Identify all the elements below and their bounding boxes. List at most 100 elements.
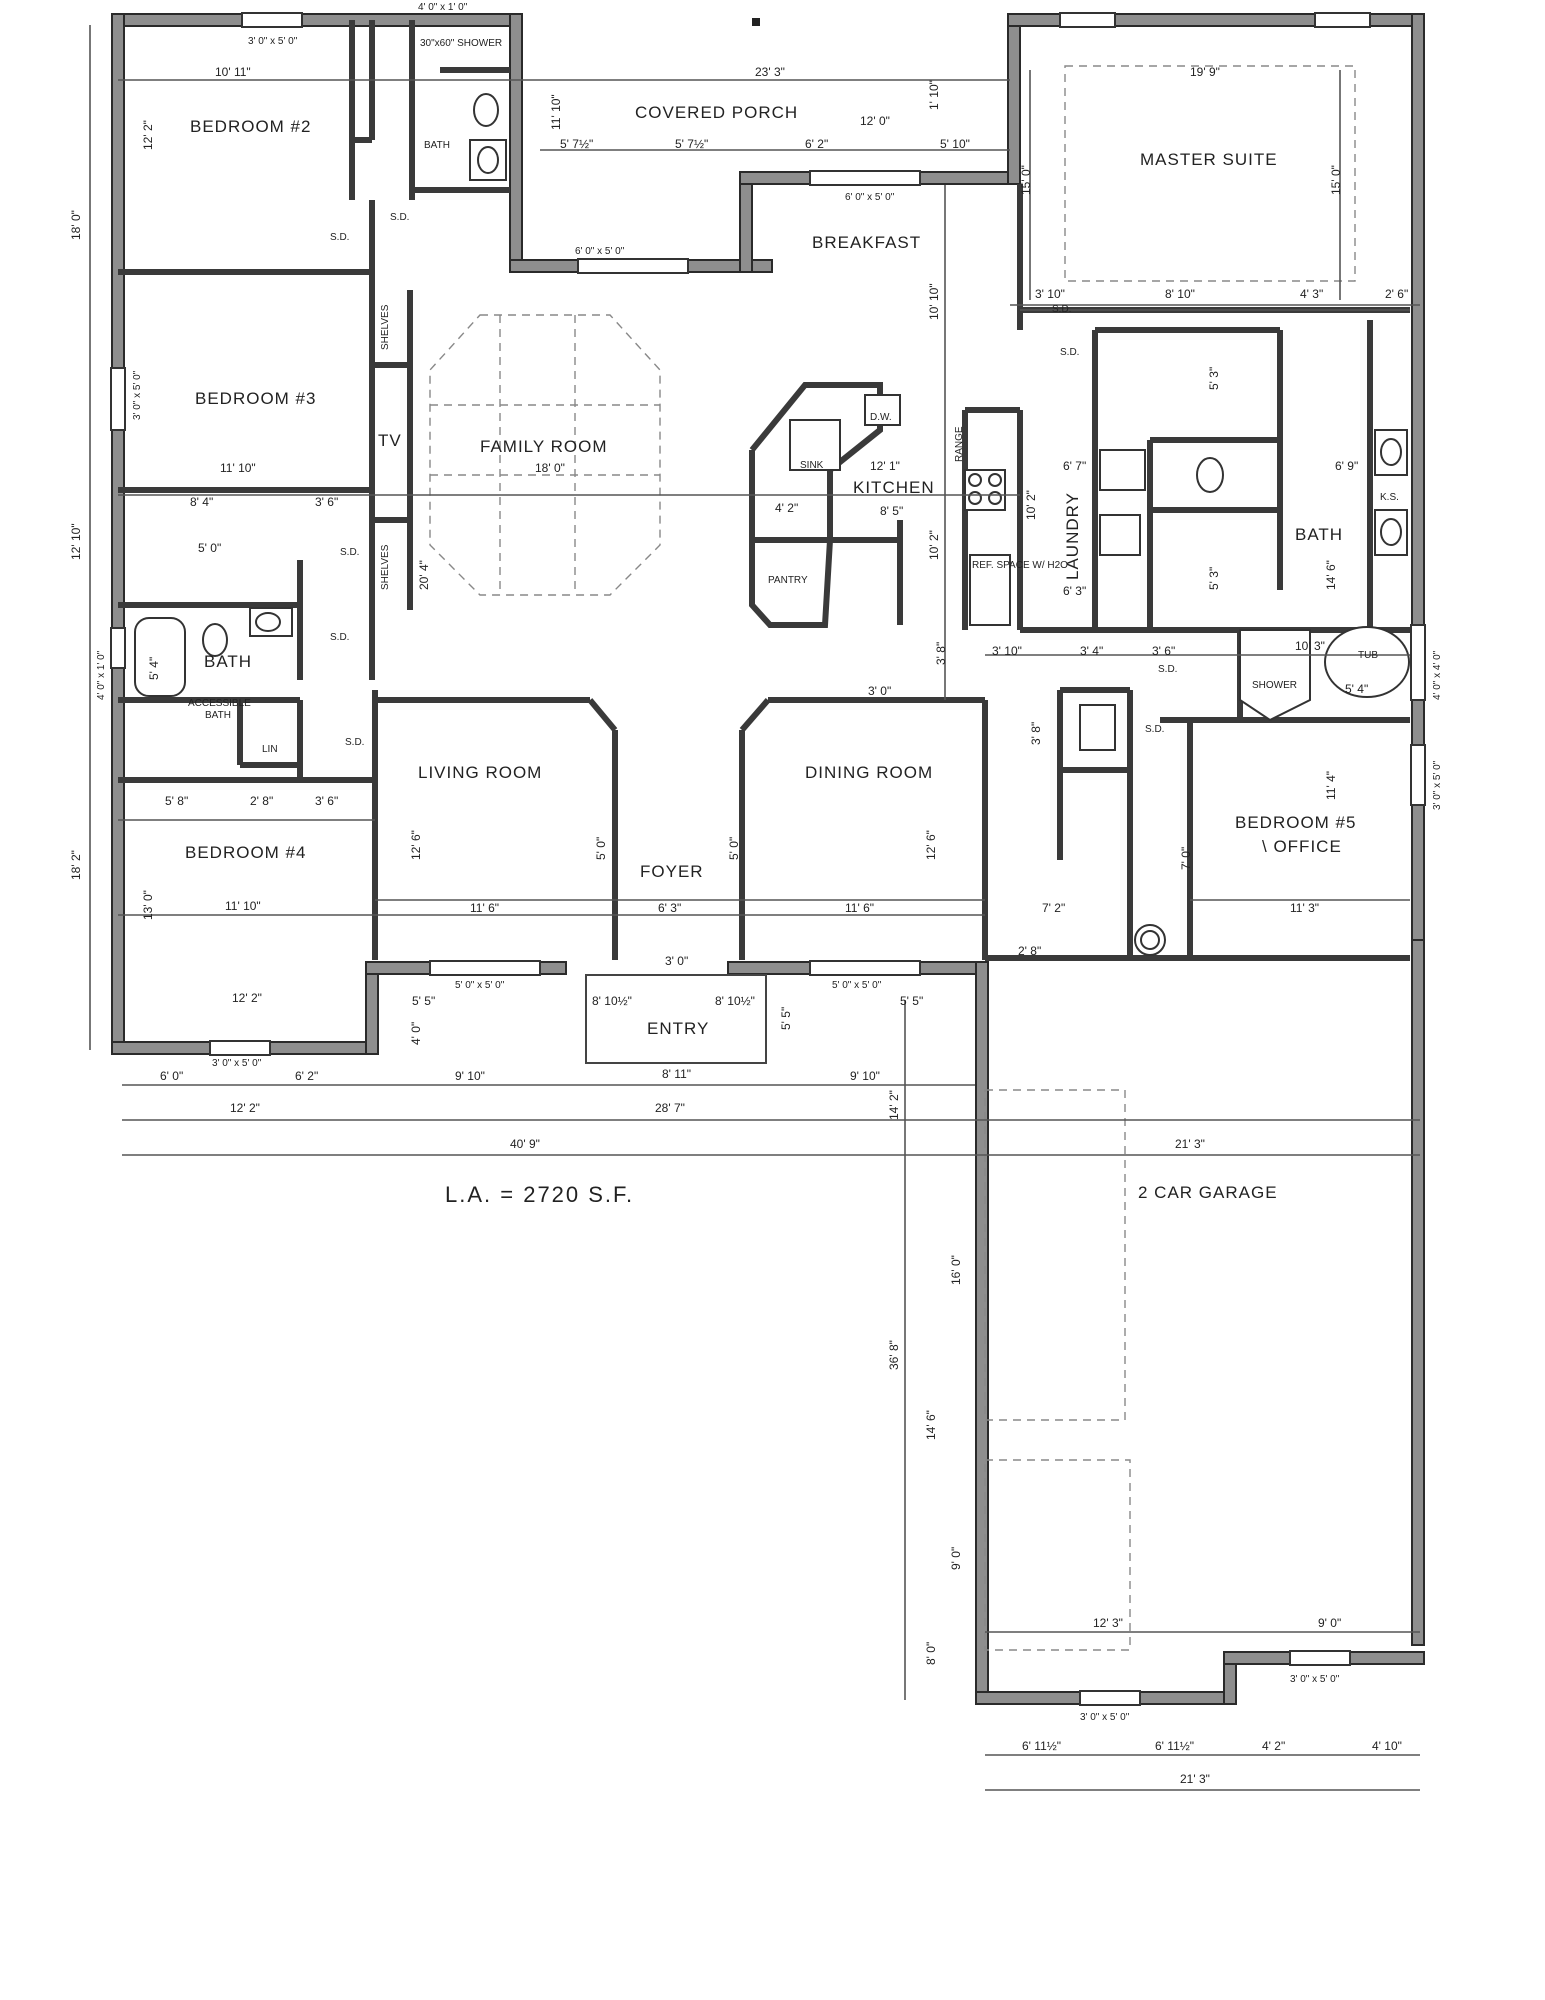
- dim-8-10h-b: 8' 10½": [715, 994, 755, 1008]
- laundry-label: LAUNDRY: [1063, 492, 1082, 580]
- dim-6-11h-b: 6' 11½": [1155, 1739, 1194, 1753]
- dim-3-6a: 3' 6": [315, 495, 338, 509]
- dim-3-4: 3' 4": [1080, 644, 1103, 658]
- dim-6-3a: 6' 3": [1063, 584, 1086, 598]
- dim-12-1: 12' 1": [870, 459, 900, 473]
- sink-label: SINK: [800, 460, 824, 471]
- dim-19-9: 19' 9": [1190, 65, 1220, 79]
- dim-21-3a: 21' 3": [1175, 1137, 1205, 1151]
- pantry-label: PANTRY: [768, 575, 808, 586]
- dim-12-2b: 12' 2": [232, 991, 262, 1005]
- window-labels: 3' 0" x 5' 0" 4' 0" x 1' 0" 6' 0" x 5' 0…: [96, 2, 1443, 1723]
- windows: [110, 12, 1426, 1706]
- dim-10-2a: 10' 2": [927, 530, 941, 560]
- dim-3-8: 3' 8": [934, 642, 948, 665]
- fridge-space-icon: [969, 554, 1011, 626]
- family-room-label: FAMILY ROOM: [480, 437, 608, 456]
- kitchen-sink-icon: [789, 419, 841, 471]
- dim-3-10b: 3' 10": [992, 644, 1022, 658]
- exterior-walls: [111, 13, 1425, 1705]
- dim-6-3b: 6' 3": [658, 901, 681, 915]
- laundry-sink-icon: [1099, 449, 1146, 491]
- window-label-bed5: 3' 0" x 5' 0": [1432, 760, 1443, 810]
- dim-11-4: 11' 4": [1324, 771, 1338, 800]
- dim-4-2b: 4' 2": [1262, 1739, 1285, 1753]
- dim-12-3: 12' 3": [1093, 1616, 1123, 1630]
- range-label: RANGE: [954, 426, 965, 462]
- shelves-label-upper: SHELVES: [380, 304, 391, 350]
- dim-15-0a: 15' 0": [1019, 165, 1033, 195]
- window-label-top-mid: 4' 0" x 1' 0": [418, 2, 468, 13]
- dishwasher-label: D.W.: [870, 412, 892, 423]
- shelves-label-lower: SHELVES: [380, 544, 391, 590]
- smoke-detector-8: S.D.: [1158, 664, 1177, 675]
- dim-18-0: 18' 0": [69, 210, 83, 240]
- smoke-detector-4: S.D.: [330, 632, 349, 643]
- dim-4-0: 4' 0": [409, 1022, 423, 1045]
- dim-12-0: 12' 0": [860, 114, 890, 128]
- smoke-detector-9: S.D.: [1145, 724, 1164, 735]
- window-label-porch-l: 6' 0" x 5' 0": [575, 246, 625, 257]
- bath2-toilet-icon: [473, 93, 499, 127]
- smoke-detector-2: S.D.: [390, 212, 409, 223]
- dim-5-5b: 5' 5": [779, 1007, 793, 1030]
- dim-3-6c: 3' 6": [1152, 644, 1175, 658]
- window-label-living: 5' 0" x 5' 0": [455, 980, 505, 991]
- dim-5-7h-b: 5' 7½": [675, 137, 708, 151]
- dim-5-10: 5' 10": [940, 137, 970, 151]
- dim-8-5: 8' 5": [880, 504, 903, 518]
- living-room-label: LIVING ROOM: [418, 763, 542, 782]
- dim-11-3: 11' 3": [1290, 901, 1319, 915]
- dim-16-0: 16' 0": [949, 1255, 963, 1285]
- master-tray-ceiling: [1064, 65, 1356, 282]
- dim-14-6b: 14' 6": [924, 1410, 938, 1440]
- left-bath-tub-icon: [134, 617, 186, 697]
- dimension-text: 23' 3" 10' 11" 12' 2" 18' 0" 12' 10" 18'…: [69, 65, 1408, 1786]
- window-label-bed4: 3' 0" x 5' 0": [212, 1058, 262, 1069]
- shower2-label: 30"x60" SHOWER: [420, 38, 502, 49]
- dim-20-4: 20' 4": [417, 560, 431, 590]
- window-label-bed2: 3' 0" x 5' 0": [248, 36, 298, 47]
- dim-8-4a: 8' 4": [190, 495, 213, 509]
- dim-11-10a: 11' 10": [220, 461, 256, 475]
- dim-5-0c: 5' 0": [727, 837, 741, 860]
- dim-3-6b: 3' 6": [315, 794, 338, 808]
- dim-6-9: 6' 9": [1335, 459, 1358, 473]
- dim-12-2c: 12' 2": [230, 1101, 260, 1115]
- dim-7-2: 7' 2": [1042, 901, 1065, 915]
- dim-11-10c: 11' 10": [549, 94, 563, 130]
- dim-12-10a: 12' 10": [69, 523, 83, 560]
- dim-9-0a: 9' 0": [949, 1547, 963, 1570]
- dim-6-2a: 6' 2": [295, 1069, 318, 1083]
- dim-3-10a: 3' 10": [1035, 287, 1065, 301]
- living-area-label: L.A. = 2720 S.F.: [445, 1182, 634, 1207]
- dim-8-10h-a: 8' 10½": [592, 994, 632, 1008]
- dining-room-label: DINING ROOM: [805, 763, 933, 782]
- interior-walls: [118, 20, 1410, 961]
- window-label-dining: 5' 0" x 5' 0": [832, 980, 882, 991]
- dim-23-3: 23' 3": [755, 65, 785, 79]
- smoke-detectors: S.D. S.D. S.D. S.D. S.D. S.D. S.D. S.D. …: [330, 212, 1177, 748]
- dim-2-8b: 2' 8": [1018, 944, 1041, 958]
- master-toilet-icon: [1196, 457, 1224, 493]
- dim-1-10: 1' 10": [927, 80, 941, 110]
- dim-28-7: 28' 7": [655, 1101, 685, 1115]
- window-label-garage-1: 3' 0" x 5' 0": [1080, 1712, 1130, 1723]
- dim-12-6a: 12' 6": [409, 830, 423, 860]
- garage-car-space-1: [984, 1089, 1126, 1421]
- bedroom4-label: BEDROOM #4: [185, 843, 306, 862]
- dim-3-0a: 3' 0": [665, 954, 688, 968]
- dim-3-8b: 3' 8": [1029, 722, 1043, 745]
- dim-5-7h-a: 5' 7½": [560, 137, 593, 151]
- dim-5-4a: 5' 4": [1345, 682, 1368, 696]
- garage-car-space-2: [984, 1459, 1131, 1651]
- dim-36-8: 36' 8": [887, 1340, 901, 1370]
- dim-5-3b: 5' 3": [1207, 567, 1221, 590]
- smoke-detector-1: S.D.: [330, 232, 349, 243]
- dim-4-10: 4' 10": [1372, 1739, 1402, 1753]
- dim-12-6b: 12' 6": [924, 830, 938, 860]
- bedroom3-label: BEDROOM #3: [195, 389, 316, 408]
- water-heater-icon: [1079, 704, 1116, 751]
- accessible-label: ACCESSIBLE: [188, 698, 251, 709]
- breakfast-label: BREAKFAST: [812, 233, 921, 252]
